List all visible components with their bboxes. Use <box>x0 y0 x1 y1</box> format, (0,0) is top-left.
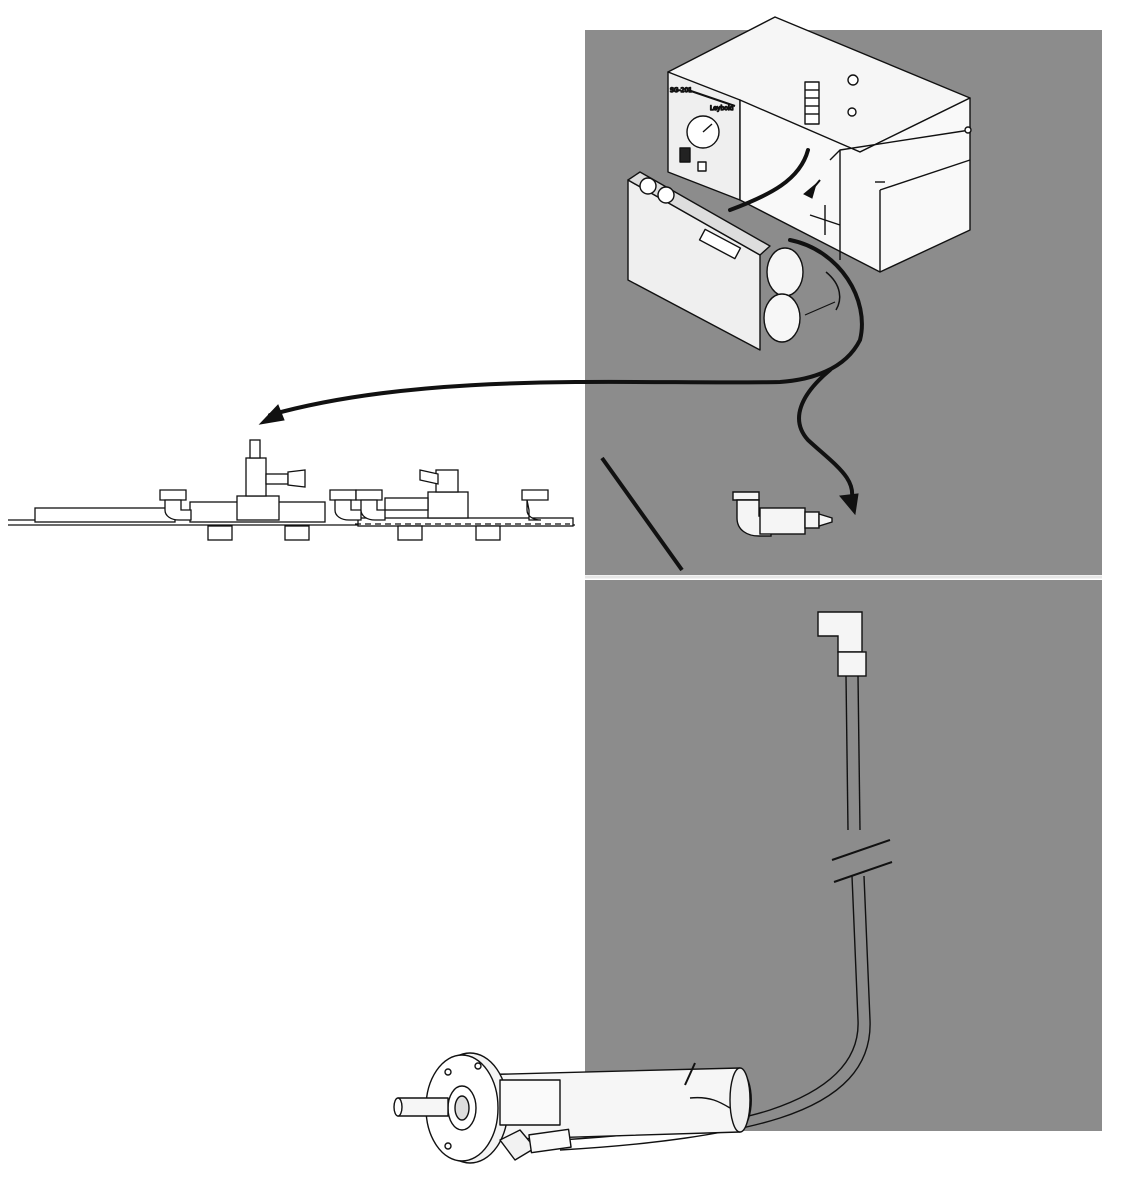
unit-model-label: SG-201 <box>670 87 692 94</box>
pump-line <box>817 611 893 883</box>
unit-brand-label: Leybold <box>710 105 734 112</box>
controller-unit-icon: SG-201 Leybold <box>667 16 972 273</box>
separator-line <box>600 456 684 572</box>
signal-cables <box>268 148 864 507</box>
arrowheads <box>258 179 859 516</box>
electronics-board <box>627 171 804 351</box>
pump-flange-icon <box>393 1052 752 1164</box>
rotation-arrow <box>825 271 841 311</box>
elbow-fitting-icon <box>732 491 833 537</box>
manifold-icon <box>8 439 575 541</box>
